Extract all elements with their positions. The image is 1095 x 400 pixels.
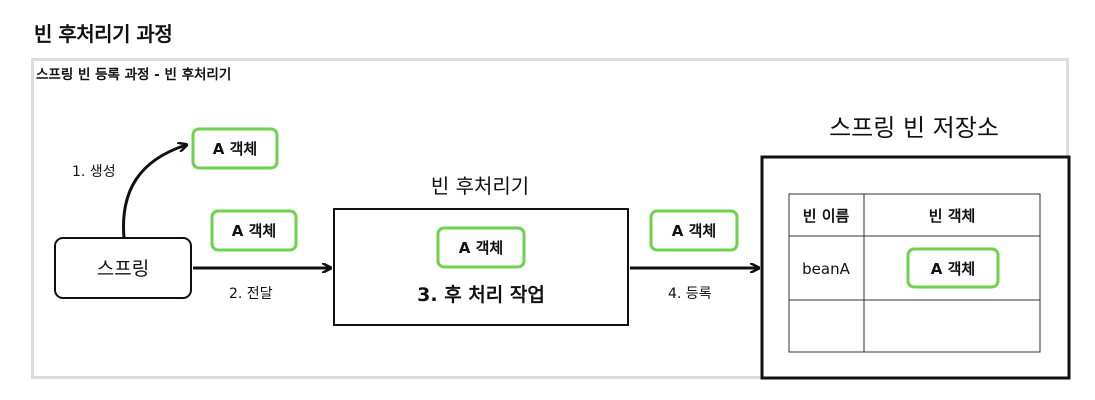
table-cell-bean-name: beanA [802, 260, 850, 278]
object-a-registering-label: A 객체 [672, 222, 716, 240]
object-a-passed-label: A 객체 [232, 222, 276, 240]
step2-label: 2. 전달 [229, 286, 273, 302]
object-a-created-label: A 객체 [213, 140, 257, 158]
processor-title: 빈 후처리기 [431, 174, 529, 198]
container-title: 스프링 빈 저장소 [829, 114, 999, 142]
step4-label: 4. 등록 [668, 286, 712, 302]
object-a-processing-label: A 객체 [459, 239, 503, 257]
page-title: 빈 후처리기 과정 [34, 22, 173, 46]
table-cell-bean-object: A 객체 [931, 260, 975, 278]
object-a-stored [906, 247, 1000, 289]
table-header-name: 빈 이름 [803, 207, 850, 225]
processor-action: 3. 후 처리 작업 [417, 284, 545, 306]
object-a-created [191, 127, 279, 170]
create-arrow [122, 145, 186, 239]
spring-box-label: 스프링 [97, 258, 149, 280]
object-a-registering [649, 209, 739, 252]
table-header-object: 빈 객체 [929, 207, 976, 225]
object-a-processing [436, 226, 526, 269]
diagram-caption: 스프링 빈 등록 과정 - 빈 후처리기 [36, 67, 232, 83]
object-a-passed [210, 209, 298, 252]
step1-label: 1. 생성 [72, 164, 116, 180]
